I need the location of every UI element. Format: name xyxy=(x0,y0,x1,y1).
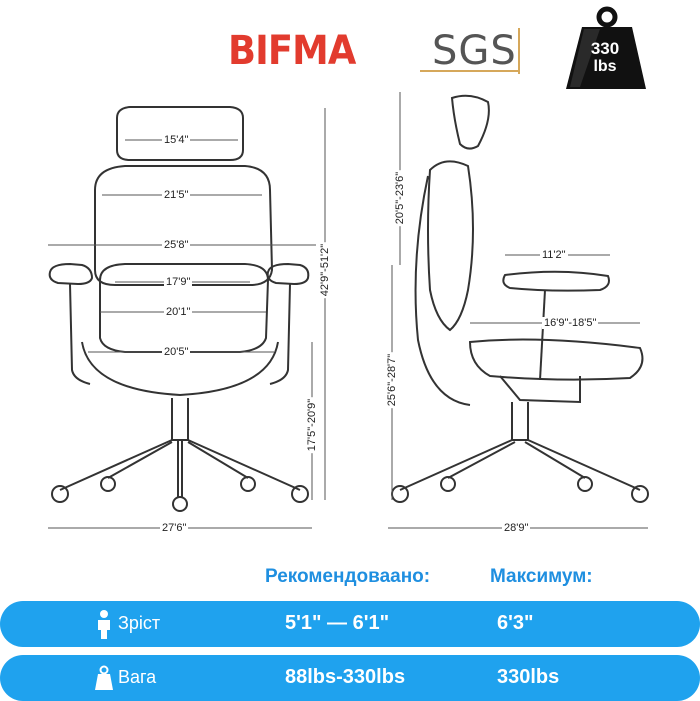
dim-headrest-height: 20'5"-23'6" xyxy=(394,169,406,227)
side-gas-cylinder xyxy=(511,402,529,441)
height-recommended: 5'1" — 6'1" xyxy=(285,612,390,634)
side-backrest xyxy=(427,160,474,332)
chair-drawing xyxy=(48,92,649,529)
front-caster-5 xyxy=(172,496,188,512)
dim-seat-back-width: 17'9" xyxy=(164,276,193,288)
weight-badge-value: 330 xyxy=(590,39,620,58)
bifma-logo: BIFMA xyxy=(228,28,356,74)
front-right-armrest-post xyxy=(269,283,291,385)
dim-armrest-length: 11'2" xyxy=(540,249,568,261)
side-seat xyxy=(468,338,644,381)
dim-backrest-width: 25'8" xyxy=(162,239,191,251)
side-headrest xyxy=(450,94,490,150)
front-caster-4 xyxy=(240,476,256,492)
weight-maximum: 330lbs xyxy=(497,666,560,688)
dim-seat-width: 20'1" xyxy=(164,306,193,318)
height-label: Зріст xyxy=(118,613,161,633)
dim-backrest-upper-width: 21'5" xyxy=(162,189,191,201)
front-left-armrest-pad xyxy=(48,262,94,286)
person-icon xyxy=(98,610,110,639)
weight-capacity-badge: 330 lbs xyxy=(560,5,650,93)
sgs-logo-rule xyxy=(420,70,518,72)
dim-base-width: 27'6" xyxy=(160,522,189,534)
height-maximum: 6'3" xyxy=(497,612,534,634)
front-caster-3 xyxy=(100,476,116,492)
dim-seat-height: 17'5"-20'9" xyxy=(306,396,318,454)
side-armrest-post xyxy=(539,289,546,381)
front-backrest xyxy=(94,165,274,286)
dim-seat-depth: 16'9"-18'5" xyxy=(542,317,599,329)
front-base xyxy=(59,439,301,498)
weight-recommended: 88lbs-330lbs xyxy=(285,666,406,688)
side-base xyxy=(399,439,641,491)
kettlebell-weight-icon xyxy=(566,6,646,89)
height-row: Зріст 5'1" — 6'1" 6'3" xyxy=(0,601,700,647)
side-armrest-pad xyxy=(502,270,610,292)
dim-headrest-width: 15'4" xyxy=(162,134,191,146)
side-seat-mechanism xyxy=(499,375,581,404)
front-headrest xyxy=(116,106,244,161)
recommended-heading: Рекомендоваано: xyxy=(265,566,431,587)
side-caster-3 xyxy=(440,476,456,492)
front-gas-cylinder xyxy=(171,398,189,441)
dim-armrest-inner-width: 20'5" xyxy=(162,346,191,358)
maximum-heading: Максимум: xyxy=(490,566,593,587)
front-caster-2 xyxy=(291,485,309,503)
side-caster-1 xyxy=(391,485,409,503)
front-seat-frame xyxy=(81,341,279,397)
side-back-spine xyxy=(414,175,471,406)
dim-base-depth: 28'9" xyxy=(502,522,531,534)
side-caster-2 xyxy=(631,485,649,503)
weight-row: Вага 88lbs-330lbs 330lbs xyxy=(0,655,700,701)
front-left-armrest-post xyxy=(69,283,91,385)
sgs-logo-tick xyxy=(518,28,520,74)
dim-total-height: 42'9"-51'2" xyxy=(319,241,331,299)
weight-badge-unit: lbs xyxy=(593,58,617,75)
weight-icon xyxy=(95,665,113,690)
weight-label: Вага xyxy=(118,667,157,687)
chair-dimensions-diagram: 15'4" 21'5" 25'8" 17'9" 20'1" 20'5" 27'6… xyxy=(0,80,700,550)
sgs-logo: SGS xyxy=(432,28,517,74)
dim-armrest-height: 25'6"-28'7" xyxy=(386,351,398,409)
front-right-armrest-pad xyxy=(266,262,310,286)
side-caster-4 xyxy=(577,476,593,492)
front-seat xyxy=(99,263,270,353)
front-caster-1 xyxy=(51,485,69,503)
